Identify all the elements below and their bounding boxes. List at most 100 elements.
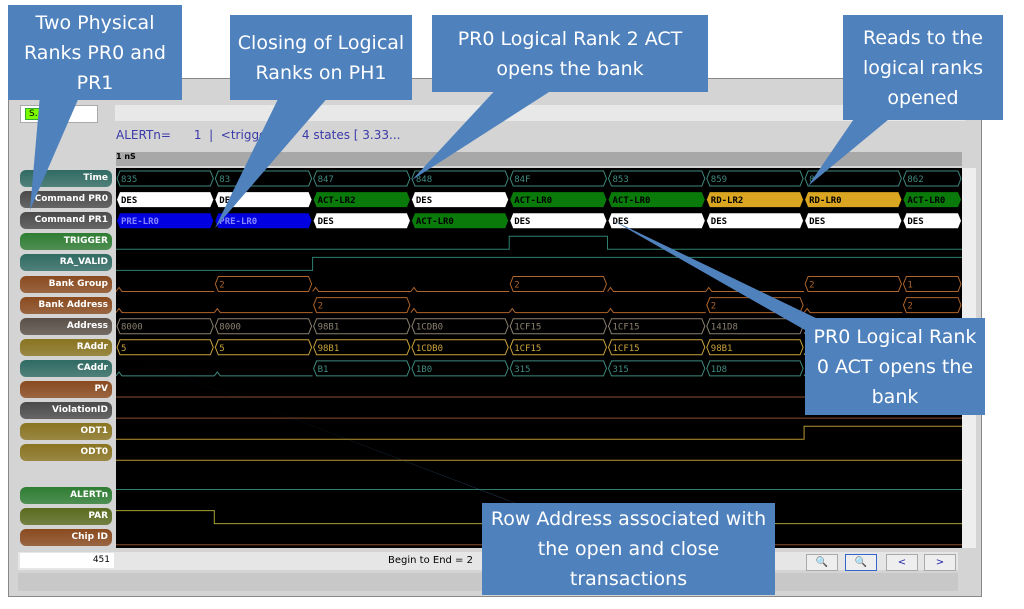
bus-value: 1CF15 <box>613 323 640 333</box>
command-segment[interactable] <box>903 192 961 208</box>
bus-segment[interactable] <box>313 318 411 335</box>
bus-value: 853 <box>613 175 629 185</box>
signal-label[interactable]: Command PR1 <box>20 212 112 230</box>
bus-segment[interactable] <box>706 360 804 377</box>
signal-label[interactable]: TRIGGER <box>20 233 112 251</box>
command-segment[interactable] <box>510 192 607 208</box>
bus-idle <box>213 371 313 377</box>
bus-segment[interactable] <box>116 318 214 335</box>
command-segment[interactable] <box>608 192 705 208</box>
signal-label[interactable]: CAddr <box>20 359 112 377</box>
signal-label[interactable]: Bank Group <box>20 275 112 293</box>
bus-segment[interactable] <box>313 297 411 314</box>
time-ruler[interactable]: 1 nS <box>116 152 962 166</box>
command-segment[interactable] <box>411 192 509 208</box>
bus-segment[interactable] <box>214 318 313 335</box>
callout-lr0-act: PR0 Logical Rank 0 ACT opens the bank <box>805 318 985 415</box>
bus-value: 8000 <box>219 323 241 333</box>
bus-value: 141D8 <box>711 323 738 333</box>
bus-segment[interactable] <box>116 339 214 356</box>
command-segment[interactable] <box>117 192 214 208</box>
command-segment[interactable] <box>313 213 410 229</box>
bus-idle <box>116 371 215 377</box>
signal-label[interactable]: RAddr <box>20 338 112 356</box>
bus-value: 2 <box>219 281 224 291</box>
bus-value: 8 <box>809 175 814 185</box>
signal-label[interactable]: PAR <box>20 507 112 525</box>
command-value: DES <box>907 217 923 227</box>
callout-reads: Reads to the logical ranks opened <box>843 15 1003 120</box>
zoom-out-button[interactable]: 🔍 <box>806 554 838 571</box>
signal-label[interactable]: Chip ID <box>20 528 112 546</box>
command-value: RD-LR2 <box>711 196 744 206</box>
states-button[interactable]: S...ates <box>20 105 98 123</box>
signal-label[interactable]: Bank Address <box>20 296 112 314</box>
bus-segment[interactable] <box>116 170 214 187</box>
count-spinner[interactable]: 451 <box>20 553 114 568</box>
bus-segment[interactable] <box>706 297 804 314</box>
command-value: PRE-LR0 <box>121 217 159 227</box>
command-segment[interactable] <box>805 192 902 208</box>
signal-label[interactable]: Time <box>20 170 112 187</box>
bus-idle <box>607 307 706 314</box>
command-segment[interactable] <box>313 192 410 208</box>
bus-segment[interactable] <box>607 360 706 377</box>
command-segment[interactable] <box>117 213 214 229</box>
bus-value: 859 <box>711 175 727 185</box>
bus-value: 2 <box>907 302 912 312</box>
bus-value: 2 <box>711 302 716 312</box>
bus-segment[interactable] <box>804 276 902 292</box>
bus-value: 2 <box>318 302 323 312</box>
signal-trace[interactable] <box>116 256 962 271</box>
bus-segment[interactable] <box>706 170 804 187</box>
bus-segment[interactable] <box>214 276 313 292</box>
signal-label[interactable]: ViolationID <box>20 402 112 420</box>
bus-segment[interactable] <box>902 170 962 187</box>
signal-label[interactable]: ODT1 <box>20 423 112 441</box>
signal-label[interactable]: Command PR0 <box>20 191 112 209</box>
bus-value: 1CF15 <box>514 323 541 333</box>
bus-value: 5 <box>219 344 224 354</box>
bus-value: B1 <box>318 365 329 375</box>
bus-value: 5 <box>121 344 126 354</box>
bus-idle <box>410 307 510 314</box>
bus-segment[interactable] <box>902 276 962 292</box>
bus-value: 315 <box>514 365 530 375</box>
command-segment[interactable] <box>411 213 509 229</box>
next-button[interactable]: > <box>924 554 956 571</box>
callout-closing-logical-ranks: Closing of Logical Ranks on PH1 <box>230 15 412 100</box>
command-segment[interactable] <box>706 192 804 208</box>
status-signal: ALERTn= <box>116 128 171 142</box>
status-value: 1 <box>193 128 202 142</box>
signal-label[interactable]: Address <box>20 317 112 335</box>
command-segment[interactable] <box>510 213 607 229</box>
overview-bar[interactable] <box>115 105 965 121</box>
bus-value: 98B1 <box>318 344 340 354</box>
callout-physical-ranks: Two Physical Ranks PR0 and PR1 <box>8 5 182 100</box>
bus-segment[interactable] <box>902 297 962 314</box>
bus-segment[interactable] <box>509 276 608 292</box>
signal-label[interactable]: ODT0 <box>20 444 112 462</box>
signal-label[interactable]: PV <box>20 381 112 398</box>
bus-value: 862 <box>907 175 923 185</box>
signal-label[interactable]: RA_VALID <box>20 254 112 272</box>
bus-idle <box>607 286 706 292</box>
zoom-in-button[interactable]: 🔍 <box>845 554 877 571</box>
signal-trace[interactable] <box>116 235 962 250</box>
bus-segment[interactable] <box>509 318 608 335</box>
bus-value: 98B1 <box>318 323 340 333</box>
command-value: ACT-LR0 <box>416 217 454 227</box>
signal-trace[interactable] <box>116 425 962 440</box>
bus-segment[interactable] <box>214 339 313 356</box>
bus-segment[interactable] <box>411 318 509 335</box>
prev-button[interactable]: < <box>886 554 918 571</box>
bus-idle <box>705 286 805 292</box>
command-value: DES <box>318 217 334 227</box>
command-value: DES <box>711 217 727 227</box>
bus-segment[interactable] <box>804 170 902 187</box>
bus-value: 2 <box>514 281 519 291</box>
command-segment[interactable] <box>903 213 961 229</box>
bus-segment[interactable] <box>607 170 706 187</box>
status-states: 4 states [ 3.33... <box>301 128 401 142</box>
signal-label[interactable]: ALERTn <box>20 486 112 504</box>
